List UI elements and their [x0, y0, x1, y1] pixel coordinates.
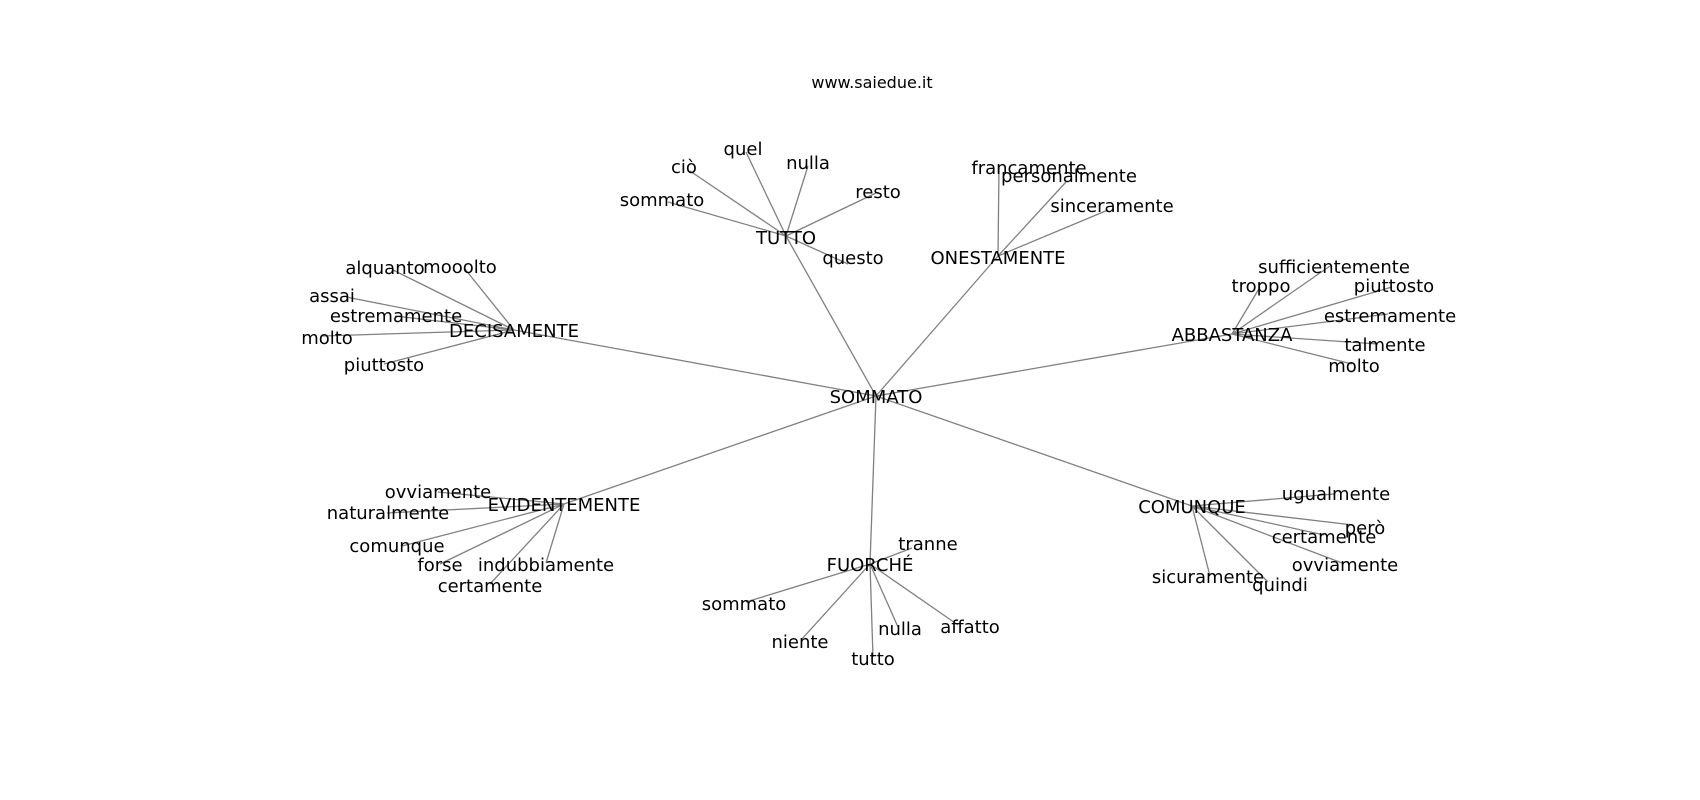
edge-root-decisamente: [513, 329, 877, 397]
edge-abbastanza-sufficientemente: [1231, 265, 1331, 335]
hub-node-abbastanza: ABBASTANZA: [1172, 325, 1293, 346]
edge-onestamente-sinceramente: [997, 209, 1109, 257]
leaf-node-comunque-quindi: quindi: [1252, 575, 1308, 596]
leaf-node-decisamente-molto: molto: [301, 328, 353, 349]
edge-comunque-quindi: [1191, 505, 1269, 583]
leaf-node-fuorche-nulla: nulla: [878, 619, 922, 640]
edge-root-tutto: [785, 235, 877, 397]
edge-decisamente-estremamente: [394, 315, 515, 331]
leaf-node-tutto-resto: resto: [855, 182, 901, 203]
leaf-node-fuorche-sommato: sommato: [702, 594, 787, 615]
leaf-node-fuorche-niente: niente: [771, 632, 828, 653]
edge-onestamente-personalmente: [997, 181, 1067, 257]
label-layer: SOMMATO TUTTO ciò quel nulla resto sommato ques…: [301, 139, 1456, 670]
edge-root-abbastanza: [875, 333, 1233, 397]
edge-tutto-quel: [745, 151, 787, 237]
leaf-node-tutto-nulla: nulla: [786, 153, 830, 174]
edge-abbastanza-estremamente: [1231, 313, 1389, 335]
edge-comunque-pero: [1191, 505, 1354, 526]
hub-node-decisamente: DECISAMENTE: [449, 321, 579, 342]
edge-fuorche-affatto: [869, 563, 959, 626]
hub-node-tutto: TUTTO: [755, 228, 816, 249]
leaf-node-abbastanza-molto: molto: [1328, 356, 1380, 377]
edge-tutto-nulla: [785, 165, 809, 237]
leaf-node-tutto-questo: questo: [822, 248, 883, 269]
edge-abbastanza-molto: [1231, 333, 1353, 365]
edge-fuorche-tranne: [869, 547, 913, 565]
edge-tutto-resto: [785, 192, 877, 237]
leaf-node-tutto-sommato: sommato: [620, 190, 705, 211]
hub-node-evidentemente: EVIDENTEMENTE: [488, 495, 641, 516]
leaf-node-abbastanza-troppo: troppo: [1232, 276, 1291, 297]
leaf-node-evidentemente-indubbiamente: indubbiamente: [478, 555, 614, 576]
leaf-node-evidentemente-ovviamente: ovviamente: [385, 482, 492, 503]
site-title: www.saiedue.it: [811, 73, 932, 92]
leaf-node-abbastanza-piuttosto: piuttosto: [1354, 276, 1434, 297]
leaf-node-tutto-quel: quel: [724, 139, 763, 160]
leaf-node-onestamente-francamente: francamente: [971, 158, 1086, 179]
edge-root-evidentemente: [563, 395, 877, 505]
leaf-node-comunque-ugualmente: ugualmente: [1282, 484, 1390, 505]
edge-abbastanza-troppo: [1231, 286, 1261, 335]
leaf-node-decisamente-estremamente: estremamente: [330, 306, 462, 327]
edge-fuorche-nulla: [869, 563, 899, 628]
edge-evidentemente-indubbiamente: [545, 503, 565, 564]
leaf-node-decisamente-mooolto: mooolto: [423, 257, 497, 278]
leaf-node-evidentemente-certamente: certamente: [438, 576, 543, 597]
edge-evidentemente-comunque: [401, 503, 565, 547]
edge-comunque-ovviamente: [1191, 505, 1343, 564]
leaf-node-fuorche-affatto: affatto: [940, 617, 1000, 638]
edge-comunque-ugualmente: [1191, 493, 1335, 507]
edge-decisamente-molto: [321, 329, 515, 337]
edge-comunque-certamente: [1191, 505, 1325, 536]
leaf-node-comunque-certamente: certamente: [1272, 527, 1377, 548]
leaf-node-onestamente-sinceramente: sinceramente: [1050, 196, 1173, 217]
leaf-node-decisamente-assai: assai: [309, 286, 355, 307]
root-node-label: SOMMATO: [830, 387, 923, 408]
edge-layer: [321, 151, 1393, 658]
leaf-node-abbastanza-talmente: talmente: [1344, 335, 1425, 356]
leaf-node-decisamente-piuttosto: piuttosto: [344, 355, 424, 376]
edge-decisamente-assai: [345, 296, 515, 331]
edge-root-comunque: [875, 395, 1193, 507]
leaf-node-comunque-sicuramente: sicuramente: [1152, 567, 1264, 588]
leaf-node-evidentemente-naturalmente: naturalmente: [327, 503, 449, 524]
edge-evidentemente-ovviamente: [437, 491, 565, 505]
leaf-node-comunque-pero: però: [1345, 518, 1386, 539]
edge-root-onestamente: [875, 255, 999, 397]
edge-root-fuorche: [869, 395, 877, 565]
edge-abbastanza-piuttosto: [1231, 286, 1393, 335]
leaf-node-abbastanza-estremamente: estremamente: [1324, 306, 1456, 327]
leaf-node-fuorche-tutto: tutto: [851, 649, 895, 670]
leaf-node-evidentemente-comunque: comunque: [349, 536, 444, 557]
edge-decisamente-mooolto: [464, 268, 515, 331]
edge-decisamente-alquanto: [392, 269, 515, 331]
edge-fuorche-sommato: [745, 563, 871, 603]
edge-fuorche-niente: [800, 563, 871, 641]
leaf-node-tutto-cio: ciò: [671, 157, 697, 178]
leaf-node-comunque-ovviamente: ovviamente: [1292, 555, 1399, 576]
edge-onestamente-francamente: [997, 167, 1000, 257]
edge-tutto-sommato: [667, 201, 787, 237]
edge-evidentemente-forse: [439, 503, 565, 565]
edge-comunque-sicuramente: [1191, 505, 1211, 577]
edge-evidentemente-certamente: [489, 503, 565, 585]
hub-node-fuorche: FUORCHÉ: [827, 554, 914, 576]
leaf-node-fuorche-tranne: tranne: [898, 534, 957, 555]
leaf-node-evidentemente-forse: forse: [417, 555, 462, 576]
leaf-node-onestamente-personalmente: personalmente: [1001, 166, 1137, 187]
leaf-node-decisamente-alquanto: alquanto: [345, 258, 424, 279]
edge-tutto-questo: [785, 235, 849, 265]
edge-decisamente-piuttosto: [383, 329, 515, 365]
hub-node-comunque: COMUNQUE: [1138, 497, 1246, 518]
edge-evidentemente-naturalmente: [386, 503, 565, 514]
edge-fuorche-tutto: [869, 563, 874, 658]
hub-node-onestamente: ONESTAMENTE: [930, 248, 1065, 269]
edge-tutto-cio: [689, 170, 787, 237]
leaf-node-abbastanza-sufficientemente: sufficientemente: [1258, 257, 1410, 278]
edge-abbastanza-talmente: [1231, 333, 1379, 345]
